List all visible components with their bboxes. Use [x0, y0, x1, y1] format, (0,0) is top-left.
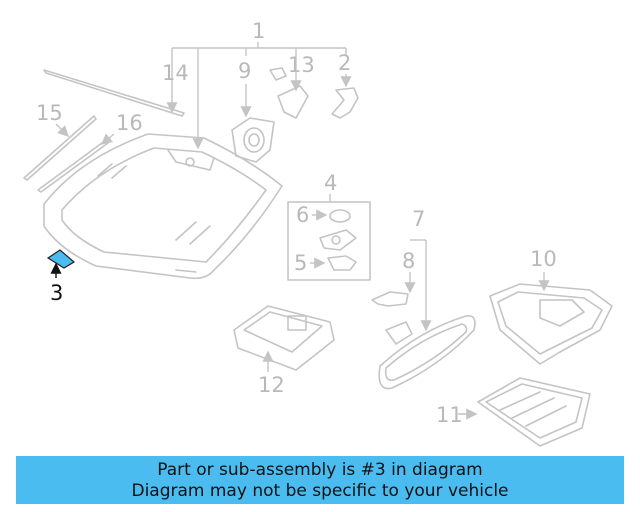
part-7-rearview-mirror[interactable]: 7 8: [371, 207, 476, 390]
part-3-highlighted[interactable]: 3: [46, 249, 76, 305]
part-10-overhead-console[interactable]: 10: [489, 247, 613, 365]
part-15-side-moulding[interactable]: 15: [23, 101, 97, 181]
part-13-sensor-cover[interactable]: 13: [269, 53, 315, 119]
part-2-bracket[interactable]: 2: [331, 51, 359, 119]
part-16-side-moulding[interactable]: 16: [37, 111, 143, 193]
callout-1-label[interactable]: 1: [252, 19, 265, 43]
callout-16-label[interactable]: 16: [116, 111, 143, 135]
callout-3-label[interactable]: 3: [50, 281, 63, 305]
callout-12-label[interactable]: 12: [258, 373, 285, 397]
callout-5-label[interactable]: 5: [294, 251, 307, 275]
windshield-glass[interactable]: [43, 133, 283, 280]
part-9-camera-bracket[interactable]: 9: [231, 59, 275, 163]
callout-1-bracket: 1: [166, 19, 347, 150]
callout-8-label[interactable]: 8: [402, 249, 415, 273]
banner-line-2: Diagram may not be specific to your vehi…: [131, 481, 509, 501]
part-4-assembly[interactable]: 4 6 5: [287, 171, 371, 281]
callout-10-label[interactable]: 10: [530, 247, 557, 271]
callout-14-label[interactable]: 14: [162, 61, 189, 85]
part-3-shape[interactable]: [46, 249, 76, 269]
part-11-tray[interactable]: 11: [436, 377, 591, 447]
callout-15-label[interactable]: 15: [36, 101, 63, 125]
part-14-moulding[interactable]: 14: [43, 61, 189, 117]
banner-line-1: Part or sub-assembly is #3 in diagram: [157, 460, 483, 480]
callout-11-label[interactable]: 11: [436, 403, 463, 427]
callout-9-label[interactable]: 9: [238, 59, 251, 83]
info-banner: Part or sub-assembly is #3 in diagram Di…: [16, 456, 624, 504]
callout-6-label[interactable]: 6: [296, 203, 309, 227]
callout-2-label[interactable]: 2: [338, 51, 351, 75]
callout-7-label[interactable]: 7: [412, 207, 425, 231]
part-12-module[interactable]: 12: [233, 305, 335, 397]
callout-4-label[interactable]: 4: [324, 171, 337, 195]
callout-13-label[interactable]: 13: [288, 53, 315, 77]
